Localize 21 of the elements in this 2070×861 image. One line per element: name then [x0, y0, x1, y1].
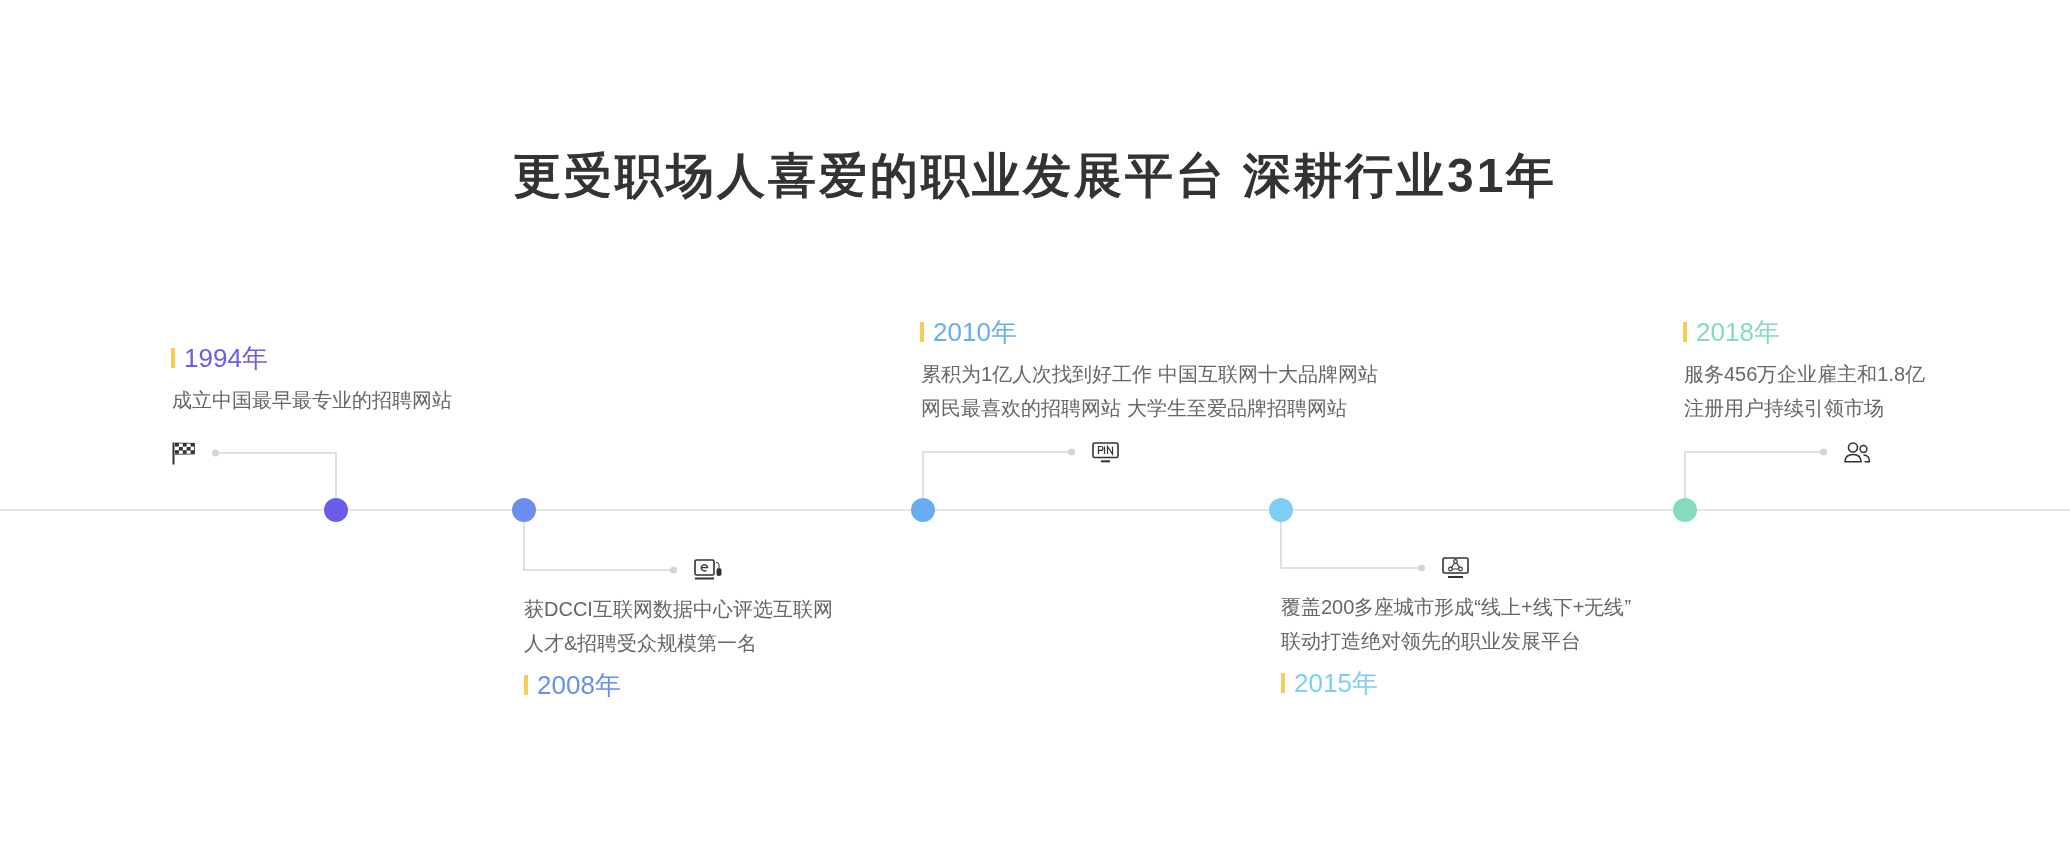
page-title: 更受职场人喜爱的职业发展平台 深耕行业31年 — [511, 148, 1559, 204]
year-heading: 2010年 — [920, 317, 1017, 347]
milestone-description: 成立中国最早最专业的招聘网站 — [172, 388, 453, 413]
timeline-dot — [512, 498, 536, 522]
timeline-dot — [911, 498, 935, 522]
year-heading: 2018年 — [1683, 317, 1780, 347]
year-heading: 2008年 — [524, 670, 621, 700]
users-icon — [1843, 441, 1871, 463]
flag-icon — [170, 441, 196, 465]
network-monitor-icon — [1441, 557, 1469, 579]
milestone-description: 服务456万企业雇主和1.8亿注册用户持续引领市场 — [1684, 362, 1927, 421]
year-heading: 2015年 — [1281, 668, 1378, 698]
timeline-dot — [324, 498, 348, 522]
timeline-dot — [1269, 498, 1293, 522]
milestone-description: 覆盖200多座城市形成“线上+线下+无线”联动打造绝对领先的职业发展平台 — [1281, 595, 1633, 654]
milestone-description: 获DCCI互联网数据中心评选互联网人才&招聘受众规模第一名 — [524, 597, 834, 656]
monitor-icon — [1091, 441, 1119, 463]
timeline-dot — [1673, 498, 1697, 522]
year-heading: 1994年 — [171, 343, 268, 373]
computer-icon — [693, 558, 723, 582]
milestone-description: 累积为1亿人次找到好工作 中国互联网十大品牌网站网民最喜欢的招聘网站 大学生至爱品牌招聘网站 — [921, 362, 1379, 421]
